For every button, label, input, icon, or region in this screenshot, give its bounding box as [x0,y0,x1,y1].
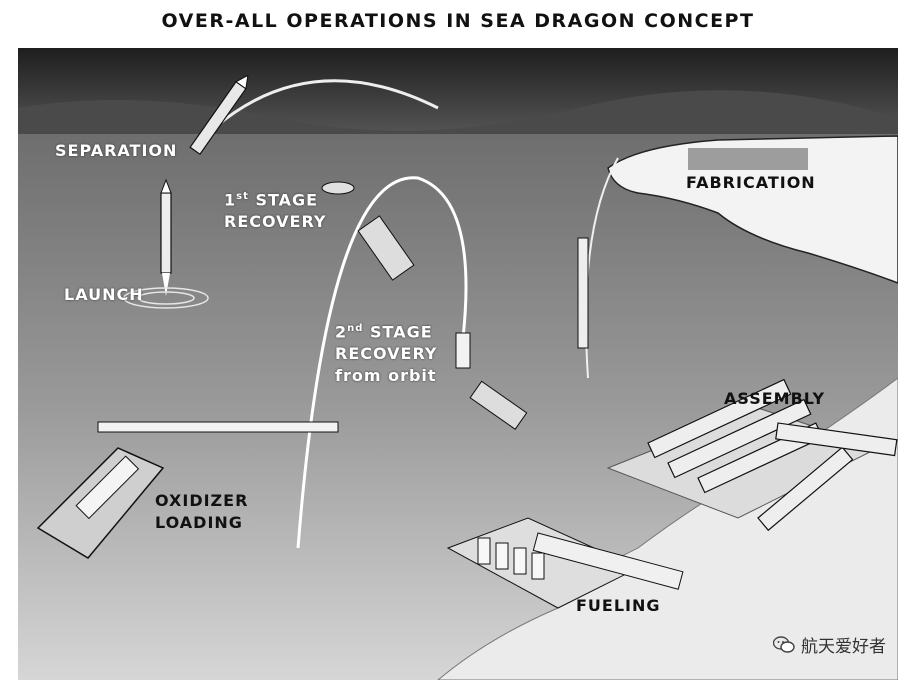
assembly-shore [437,377,898,680]
second-stage-recovery-hulls [455,332,528,430]
descending-stages [577,237,589,349]
label-oxidizer-line2: LOADING [155,513,243,532]
label-oxidizer-loading: OXIDIZER LOADING [155,490,248,534]
wechat-icon [773,635,795,653]
label-first-stage-line2: RECOVERY [224,212,327,232]
oxidizer-barge [36,447,165,559]
launch-rocket [160,178,172,296]
label-oxidizer-line1: OXIDIZER [155,491,249,510]
label-separation: SEPARATION [55,141,178,160]
sea-dragon-illustration [18,48,898,680]
label-first-stage-word: STAGE [248,190,319,210]
launch-ripples [123,287,209,309]
diagram-title: OVER-ALL OPERATIONS IN SEA DRAGON CONCEP… [161,10,755,32]
label-second-stage-num: 2 [335,322,348,342]
label-fabrication: FABRICATION [686,173,816,192]
separation-rocket [189,74,249,156]
label-first-stage-num: 1 [224,190,237,210]
horizon-clouds [18,90,898,143]
label-first-stage-recovery: 1st STAGE RECOVERY [224,186,327,233]
towed-rocket [97,421,339,433]
assembly-rockets [647,378,898,532]
label-first-stage-sup: st [236,191,249,202]
watermark-text: 航天爱好者 [801,637,886,656]
label-assembly: ASSEMBLY [724,389,826,408]
label-second-stage-line3: from orbit [335,366,437,386]
label-second-stage-recovery: 2nd STAGE RECOVERY from orbit [335,318,438,387]
label-second-stage-sup: nd [347,323,364,334]
label-fueling: FUELING [576,596,661,615]
fabrication-coast [607,135,898,284]
fueling-facility [446,517,684,609]
first-stage-recovery-hulls [321,181,415,281]
label-second-stage-line2: RECOVERY [335,344,438,364]
label-launch: LAUNCH [64,285,144,304]
fabrication-buildings [688,148,808,170]
watermark: 航天爱好者 [773,632,886,657]
label-second-stage-word: STAGE [363,322,433,342]
orbit-return-trajectory [296,176,468,549]
